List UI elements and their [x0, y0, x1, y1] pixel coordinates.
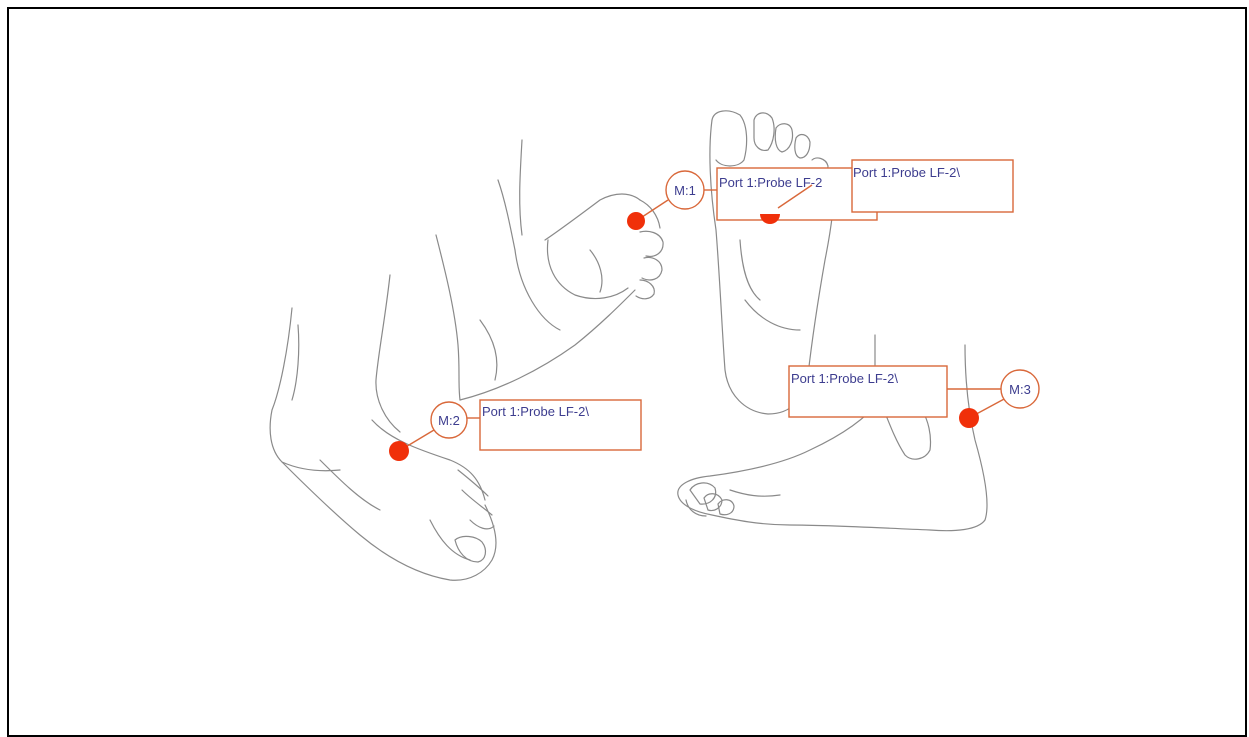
extra-label-text: Port 1:Probe LF-2\ [853, 165, 960, 180]
marker-3-id: M:3 [1009, 382, 1031, 397]
marker-3-probe: Port 1:Probe LF-2\ [791, 371, 898, 386]
marker-2-id: M:2 [438, 413, 460, 428]
half-dot [760, 214, 780, 224]
marker-1-id: M:1 [674, 183, 696, 198]
marker-2-probe: Port 1:Probe LF-2\ [482, 404, 589, 419]
extra-label: Port 1:Probe LF-2\ [852, 160, 1013, 212]
marker-3[interactable]: Port 1:Probe LF-2\ M:3 [789, 366, 1039, 428]
marker-2-dot[interactable] [389, 441, 409, 461]
marker-3-dot[interactable] [959, 408, 979, 428]
marker-1[interactable]: M:1 Port 1:Probe LF-2 [627, 168, 877, 230]
foot-upper-middle [436, 140, 663, 400]
marker-1-dot[interactable] [627, 212, 645, 230]
